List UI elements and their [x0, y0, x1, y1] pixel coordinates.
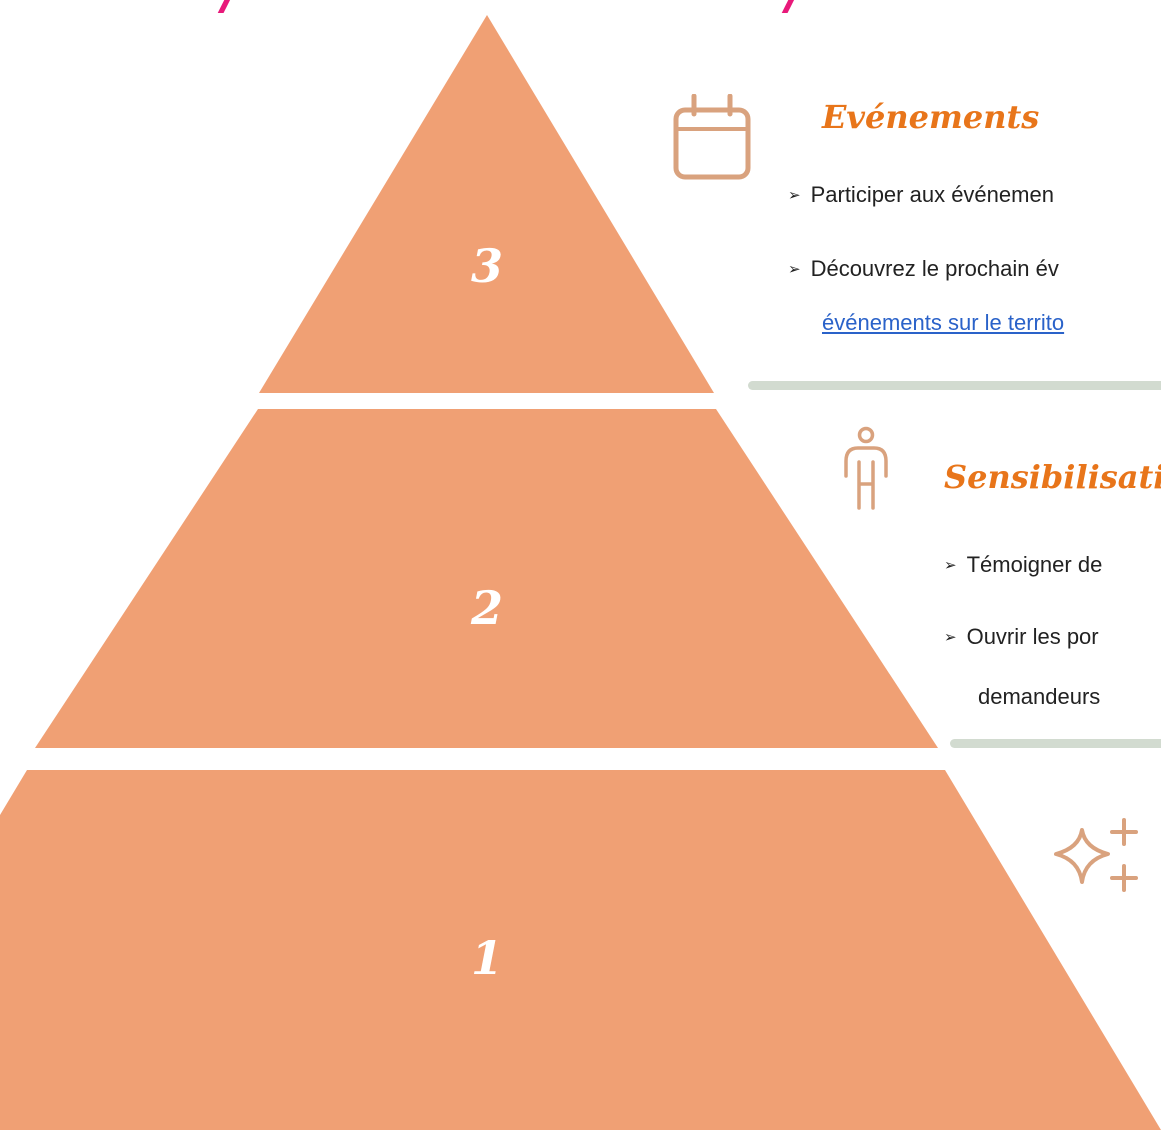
events-link[interactable]: événements sur le territo: [822, 310, 1065, 335]
pyramid-level-1: [0, 770, 1161, 1130]
level-number-1: 1: [471, 931, 503, 985]
title-fragment-right: /: [786, 0, 806, 16]
awareness-bullet-2-text: Ouvrir les por: [966, 624, 1099, 649]
awareness-bullet-2-continuation: demandeurs: [978, 684, 1101, 709]
pyramid-level-2: [35, 409, 938, 748]
person-icon: [844, 426, 888, 510]
awareness-bullet-1-text: Témoigner de: [966, 552, 1103, 577]
section-divider-2: [950, 739, 1161, 748]
events-bullet-1-text: Participer aux événemen: [810, 182, 1054, 207]
arrow-bullet-icon: ➢: [944, 629, 957, 646]
arrow-bullet-icon: ➢: [944, 557, 957, 574]
events-bullet-2-text: Découvrez le prochain év: [810, 256, 1059, 281]
level-number-2: 2: [470, 581, 503, 635]
title-fragment-left: /: [222, 0, 242, 16]
awareness-bullet-2: ➢ Ouvrir les por: [944, 620, 1099, 653]
events-bullet-2: ➢ Découvrez le prochain év: [788, 252, 1059, 285]
sparkle-icon: [1054, 818, 1138, 892]
arrow-bullet-icon: ➢: [788, 187, 801, 204]
awareness-bullet-1: ➢ Témoigner de: [944, 548, 1102, 581]
section-title-awareness: Sensibilisati: [944, 458, 1161, 496]
calendar-icon: [673, 94, 751, 180]
pyramid-level-3: [259, 15, 714, 393]
arrow-bullet-icon: ➢: [788, 261, 801, 278]
events-bullet-1: ➢ Participer aux événemen: [788, 178, 1054, 211]
section-title-events: Evénements: [822, 98, 1040, 136]
level-number-3: 3: [471, 239, 503, 293]
section-divider-1: [748, 381, 1161, 390]
